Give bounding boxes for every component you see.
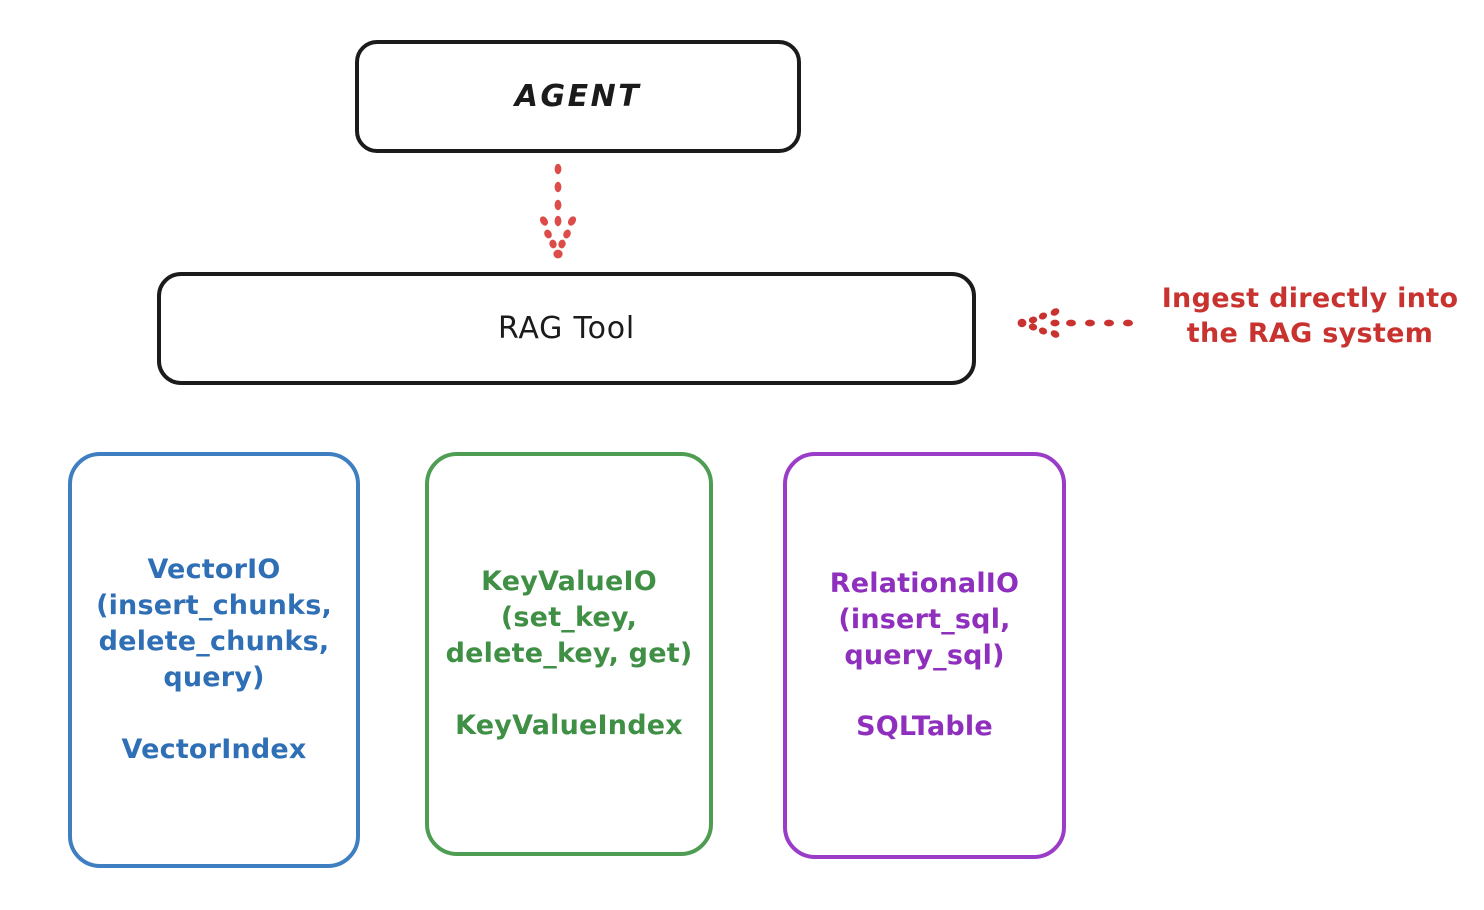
rag-tool-node[interactable]: RAG Tool (157, 272, 976, 385)
ingest-to-rag-tool-arrow (1017, 308, 1133, 338)
key-value-io-node[interactable]: KeyValueIO (set_key, delete_key, get) Ke… (425, 452, 713, 856)
ingest-annotation-label: Ingest directly into the RAG system (1161, 283, 1459, 350)
vector-io-node[interactable]: VectorIO (insert_chunks, delete_chunks, … (68, 452, 360, 868)
vector-io-node-label: VectorIO (insert_chunks, delete_chunks, … (96, 554, 332, 765)
agent-node[interactable]: AGENT (355, 40, 801, 153)
relational-io-node[interactable]: RelationalIO (insert_sql, query_sql) SQL… (783, 452, 1066, 859)
relational-io-node-label: RelationalIO (insert_sql, query_sql) SQL… (829, 567, 1020, 743)
rag-tool-node-label: RAG Tool (497, 311, 636, 346)
agent-node-label: AGENT (514, 79, 642, 114)
agent-to-rag-tool-arrow (539, 163, 577, 259)
key-value-io-node-label: KeyValueIO (set_key, delete_key, get) Ke… (445, 566, 693, 741)
